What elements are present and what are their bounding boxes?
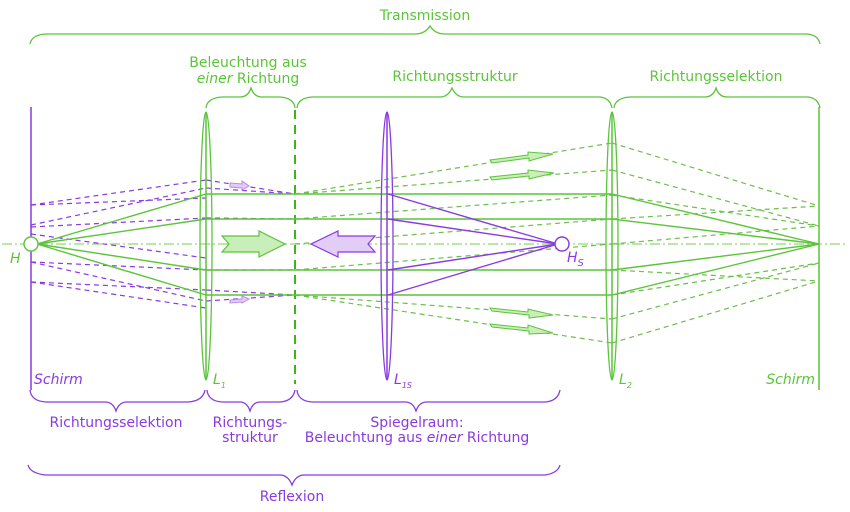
lens-l1 bbox=[199, 111, 213, 381]
label-lens-l1s-sub: 1S bbox=[402, 381, 412, 390]
label-transmission: Transmission bbox=[379, 8, 470, 24]
label-mirror-space-line2: Beleuchtung aus einer Richtung bbox=[305, 430, 529, 446]
label-lens-l1s-main: L bbox=[394, 372, 402, 388]
brace-direction-structure-bottom bbox=[206, 389, 296, 414]
brace-transmission bbox=[29, 24, 821, 45]
arrow-transmission-right bbox=[220, 230, 287, 258]
label-lens-l2: L2 bbox=[619, 372, 632, 390]
brace-illumination-one-direction bbox=[205, 85, 296, 109]
label-illumination-line1: Beleuchtung aus bbox=[189, 55, 306, 71]
label-illumination-line2: einer Richtung bbox=[197, 71, 300, 87]
label-reflection: Reflexion bbox=[260, 489, 325, 505]
brace-reflection bbox=[27, 464, 561, 487]
label-mirror-source: HS bbox=[567, 250, 585, 269]
label-mirror-source-sub: S bbox=[578, 258, 585, 269]
source-h bbox=[23, 236, 39, 252]
label-mirror-space-pre: Beleuchtung aus bbox=[305, 430, 427, 446]
label-direction-structure-bottom-line1: Richtungs- bbox=[213, 415, 288, 431]
label-mirror-source-h: H bbox=[567, 250, 578, 266]
lens-l1s bbox=[380, 111, 394, 381]
label-direction-structure-bottom-line2: struktur bbox=[222, 430, 278, 446]
label-mirror-space-line1: Spiegelraum: bbox=[370, 415, 463, 431]
label-lens-l1-main: L bbox=[213, 372, 221, 388]
lens-l2 bbox=[605, 111, 619, 381]
brace-mirror-space bbox=[296, 389, 561, 414]
label-illumination-richtung: Richtung bbox=[232, 71, 299, 87]
brace-direction-selection-top bbox=[613, 85, 821, 109]
brace-direction-structure bbox=[296, 86, 613, 109]
label-illumination-einer: einer bbox=[197, 71, 234, 87]
small-arrows-reflection bbox=[229, 180, 251, 304]
mirror-source-hs bbox=[554, 236, 570, 252]
label-lens-l2-main: L bbox=[619, 372, 627, 388]
label-screen-right: Schirm bbox=[766, 372, 815, 388]
label-direction-selection-bottom: Richtungsselektion bbox=[50, 415, 183, 431]
label-mirror-space-einer: einer bbox=[427, 430, 464, 446]
transmission-solid-rays bbox=[36, 193, 820, 296]
label-mirror-space-post: Richtung bbox=[462, 430, 529, 446]
label-direction-structure-top: Richtungsstruktur bbox=[392, 69, 517, 85]
brace-direction-selection-bottom bbox=[29, 389, 206, 414]
label-lens-l2-sub: 2 bbox=[627, 381, 632, 390]
label-lens-l1: L1 bbox=[213, 372, 226, 390]
small-arrows-transmission bbox=[488, 151, 555, 335]
reflection-solid-rays bbox=[387, 193, 559, 296]
reflection-dashed-rays bbox=[30, 179, 296, 309]
label-lens-l1s: L1S bbox=[394, 372, 412, 390]
label-lens-l1-sub: 1 bbox=[221, 381, 226, 390]
label-source-h: H bbox=[10, 251, 21, 267]
arrow-reflection-left bbox=[309, 230, 377, 258]
label-screen-left: Schirm bbox=[34, 372, 83, 388]
label-direction-selection-top: Richtungsselektion bbox=[650, 69, 783, 85]
